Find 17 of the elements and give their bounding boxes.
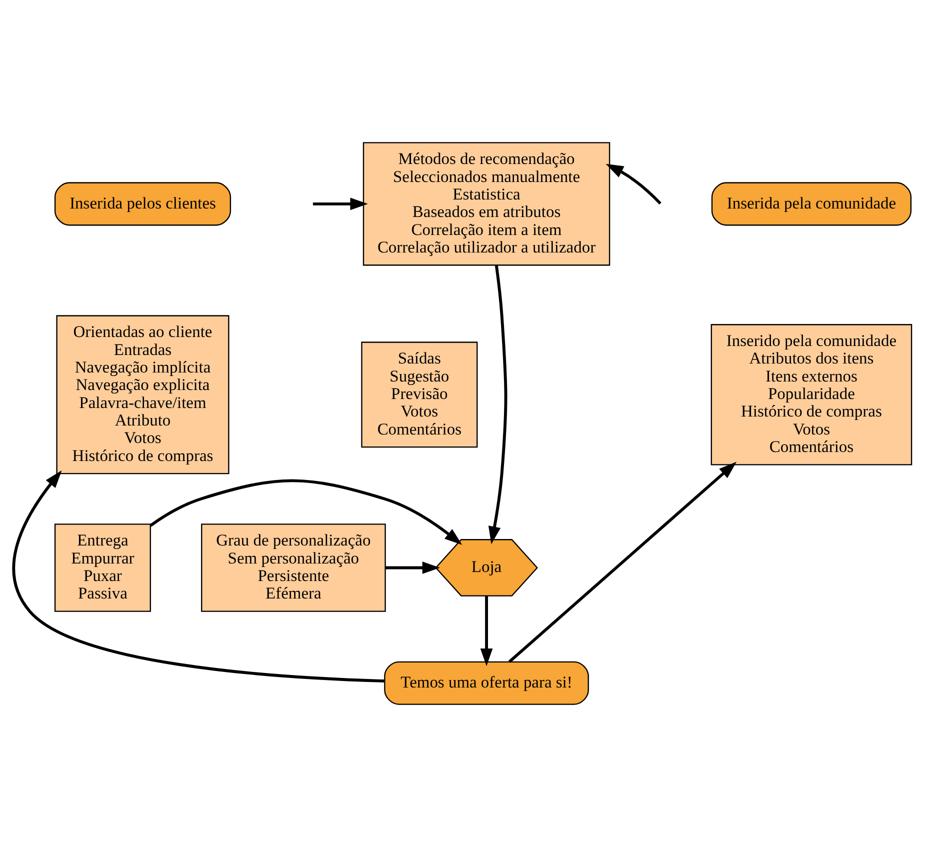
arrow <box>150 479 462 545</box>
arrow <box>12 470 384 682</box>
arrow <box>385 562 440 574</box>
arrow <box>488 265 508 544</box>
node-box: Métodos de recomendação Seleccionados manualmente Estatistica Baseados em atributos Correlação item a item Correlação utilizador a utilizador <box>362 142 610 266</box>
node-box: Temos uma oferta para si! <box>384 661 589 705</box>
arrow <box>508 462 737 663</box>
node-box: Inserido pela comunidade Atributos dos itens Itens externos Popularidade Histórico de compras Votos Comentários <box>710 324 912 466</box>
node-box: Inserida pelos clientes <box>54 182 232 226</box>
node-box: Entrega Empurrar Puxar Passiva <box>54 524 151 612</box>
node-box: Inserida pela comunidade <box>711 182 912 226</box>
node-box: Grau de personalização Sem personalização Persistente Efémera <box>201 524 386 612</box>
node-box: Saídas Sugestão Previsão Votos Comentários <box>361 342 478 448</box>
node-box: Orientadas ao cliente Entradas Navegação implícita Navegação explicita Palavra-chave/item Atributo Votos Histórico de compras <box>56 315 230 474</box>
arrow <box>312 198 368 210</box>
arrow <box>606 164 662 205</box>
arrow <box>480 596 493 666</box>
